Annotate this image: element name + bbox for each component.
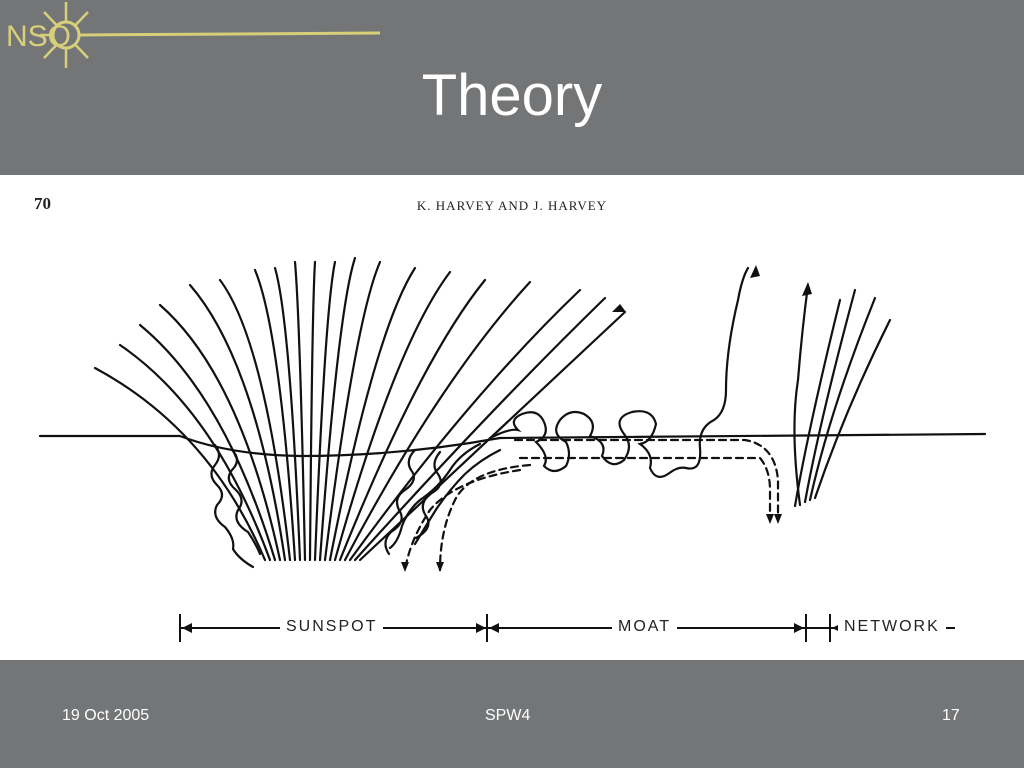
field-line bbox=[333, 270, 452, 562]
moat-outflow bbox=[513, 438, 780, 522]
running-head: K. HARVEY AND J. HARVEY bbox=[416, 198, 608, 213]
field-line bbox=[158, 303, 282, 562]
moat-flux bbox=[413, 448, 502, 546]
arrowhead bbox=[750, 265, 760, 278]
network-line bbox=[813, 318, 892, 500]
field-line bbox=[313, 260, 337, 562]
field-line bbox=[273, 266, 302, 562]
network-label: NETWORK bbox=[838, 618, 946, 636]
field-line bbox=[318, 256, 357, 562]
field-line bbox=[293, 260, 307, 562]
nso-logo: NSO bbox=[6, 2, 381, 68]
arrowhead bbox=[436, 562, 444, 572]
field-line bbox=[338, 278, 487, 562]
slide-footer: 19 Oct 2005 SPW4 17 bbox=[0, 660, 1024, 768]
arrowhead bbox=[401, 562, 409, 572]
field-line bbox=[353, 296, 607, 562]
field-line bbox=[323, 260, 382, 562]
sunspot-label: SUNSPOT bbox=[280, 618, 384, 636]
arrowhead bbox=[802, 282, 812, 296]
slide-header: NSO Theory bbox=[0, 0, 1024, 175]
penumbra-edge bbox=[384, 448, 417, 556]
network-line bbox=[793, 283, 810, 507]
field-line bbox=[348, 288, 582, 562]
network-line bbox=[808, 296, 877, 502]
penumbra-edge bbox=[210, 443, 255, 569]
slide-number: 17 bbox=[942, 707, 960, 724]
field-line bbox=[218, 278, 292, 562]
field-line bbox=[253, 268, 297, 562]
moat-flux bbox=[488, 266, 750, 478]
field-line bbox=[93, 366, 267, 562]
field-line bbox=[343, 280, 532, 562]
field-line bbox=[118, 343, 272, 562]
field-line-sketch bbox=[38, 256, 987, 642]
moat-outflow bbox=[403, 468, 522, 572]
field-line bbox=[328, 266, 417, 562]
network-line bbox=[803, 288, 857, 504]
sunspot-moat-diagram: 70 K. HARVEY AND J. HARVEY SUNSPOT MOAT … bbox=[0, 175, 1024, 660]
moat-flux bbox=[388, 442, 482, 550]
moat-outflow bbox=[438, 463, 532, 572]
moat-outflow bbox=[518, 456, 772, 522]
network-line bbox=[793, 298, 842, 508]
penumbra-edge bbox=[227, 448, 262, 556]
arrowhead bbox=[774, 514, 782, 524]
arrowhead bbox=[766, 514, 774, 524]
logo-text: NSO bbox=[6, 20, 71, 53]
slide-title: Theory bbox=[421, 63, 603, 128]
footer-event: SPW4 bbox=[485, 707, 531, 724]
arrowhead bbox=[612, 304, 626, 312]
field-line bbox=[308, 260, 317, 562]
page-number: 70 bbox=[34, 194, 51, 213]
surface-line bbox=[38, 432, 987, 458]
field-line bbox=[138, 323, 277, 562]
footer-date: 19 Oct 2005 bbox=[62, 707, 150, 724]
moat-label: MOAT bbox=[612, 618, 678, 636]
field-line bbox=[188, 283, 287, 562]
